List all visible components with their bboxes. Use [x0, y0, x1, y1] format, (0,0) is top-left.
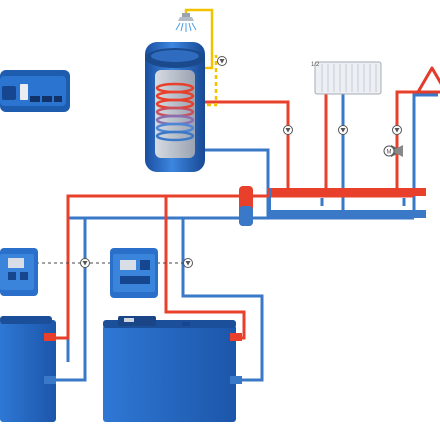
boiler-controller-2 [110, 248, 158, 298]
mixer-valve-label: M [387, 150, 392, 156]
system-control-panel [0, 70, 70, 112]
boiler-controller-1 [0, 248, 38, 296]
heating-coil [155, 82, 195, 142]
radiator: 1/2 [311, 61, 382, 95]
circulation-pump-icon [392, 125, 402, 135]
hot-water-cylinder [145, 42, 205, 172]
dhw-circulation-line [200, 55, 218, 107]
circulation-pump-icon [338, 125, 348, 135]
radiator-label: 1/2 [311, 62, 320, 68]
shower-head-icon [175, 13, 197, 32]
boiler-2 [103, 316, 242, 422]
circulation-pump-icon [283, 125, 293, 135]
three-way-valve-icon: M [383, 145, 403, 157]
circulation-pump-icon [183, 258, 193, 268]
circulation-pump-icon [217, 56, 227, 66]
boiler-1 [0, 316, 56, 422]
hydraulic-separator [239, 186, 253, 226]
circulation-pump-icon [80, 258, 90, 268]
manifold-header [268, 188, 426, 218]
warning-triangle-icon [416, 66, 440, 94]
